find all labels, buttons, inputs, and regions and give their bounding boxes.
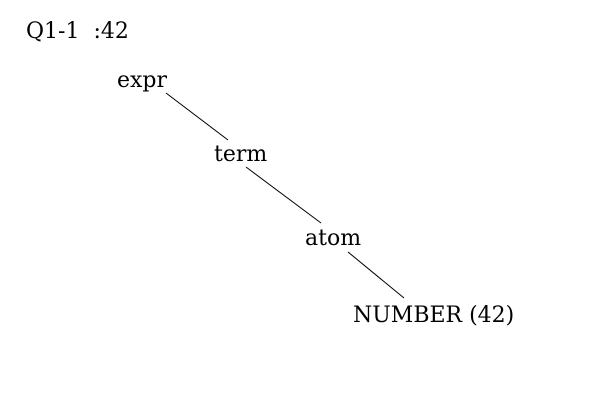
edge-atom-number bbox=[347, 251, 405, 299]
diagram-title: Q1-1 :42 bbox=[26, 19, 129, 44]
node-expr: expr bbox=[117, 68, 168, 93]
node-number: NUMBER (42) bbox=[353, 303, 514, 328]
node-atom: atom bbox=[305, 226, 361, 251]
edge-expr-term bbox=[165, 92, 229, 141]
edge-term-atom bbox=[245, 166, 322, 224]
node-term: term bbox=[214, 142, 267, 167]
